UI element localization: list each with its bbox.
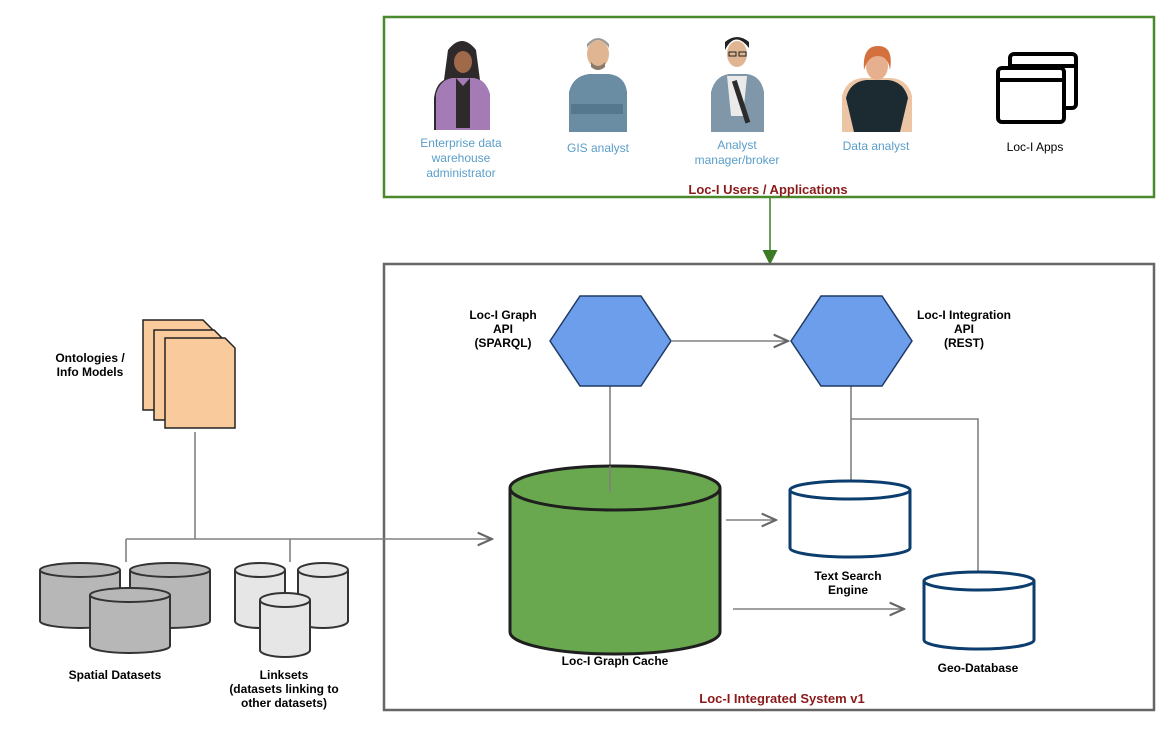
integration-api-hexagon — [790, 295, 913, 387]
user-label-data-analyst: Data analyst — [842, 139, 910, 153]
enterprise-admin-person-icon — [434, 41, 490, 130]
apps-label: Loc-I Apps — [1006, 140, 1064, 154]
system-panel-frame — [382, 262, 1156, 712]
spatial-datasets-label: Spatial Datasets — [68, 668, 162, 682]
ontologies-label: Ontologies / Info Models — [55, 351, 125, 379]
graph-api-hexagon — [549, 295, 672, 387]
graph-api-label: Loc-I Graph API (SPARQL) — [469, 308, 537, 350]
gis-analyst-person-icon — [569, 38, 627, 132]
users-panel-frame — [382, 15, 1156, 199]
data-analyst-person-icon — [842, 46, 912, 132]
user-label-enterprise-admin: Enterprise data warehouse administrator — [420, 136, 502, 180]
graph-cache-label: Loc-I Graph Cache — [561, 654, 669, 668]
geo-database-cylinder — [922, 570, 1036, 651]
connector-lines — [125, 341, 979, 609]
text-search-label: Text Search Engine — [814, 569, 882, 597]
linksets-label: Linksets (datasets linking to other data… — [229, 668, 339, 710]
user-label-analyst-manager: Analyst manager/broker — [694, 138, 780, 167]
system-panel-title: Loc-I Integrated System v1 — [699, 691, 865, 706]
linksets-cylinders — [234, 562, 349, 658]
analyst-manager-person-icon — [711, 37, 764, 132]
user-label-gis-analyst: GIS analyst — [566, 141, 630, 155]
apps-window-icon — [996, 52, 1078, 124]
spatial-datasets-cylinders — [39, 562, 211, 654]
users-panel-title: Loc-I Users / Applications — [688, 182, 848, 197]
geo-database-label: Geo-Database — [937, 661, 1019, 675]
graph-cache-cylinder — [508, 464, 722, 656]
integration-api-label: Loc-I Integration API (REST) — [917, 308, 1011, 350]
ontology-documents-icon — [142, 319, 236, 429]
text-search-cylinder — [788, 479, 912, 559]
